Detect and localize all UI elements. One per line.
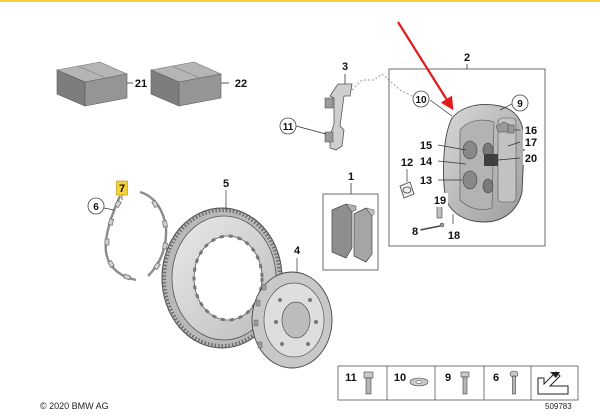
legend-label-6: 6 — [493, 372, 499, 384]
part-21-box[interactable] — [55, 61, 133, 107]
callout-label: 2 — [464, 52, 470, 64]
callout-label: 18 — [448, 230, 460, 242]
callout-label: 8 — [412, 226, 418, 238]
callout-17[interactable]: 17 — [523, 135, 539, 149]
callout-label: 11 — [283, 122, 294, 133]
legend-label-11: 11 — [345, 372, 357, 384]
diagram-ref-number: 509783 — [545, 402, 572, 411]
callout-label: 16 — [525, 125, 537, 137]
callout-6[interactable]: 6 — [87, 197, 105, 215]
callout-13[interactable]: 13 — [418, 173, 434, 187]
callout-11[interactable]: 11 — [279, 117, 297, 135]
top-rule — [0, 0, 600, 2]
callout-2[interactable]: 2 — [461, 50, 473, 64]
callout-label: 20 — [525, 153, 537, 165]
bolt-icon — [460, 371, 470, 395]
callout-9[interactable]: 9 — [511, 94, 529, 112]
part-6-leader — [103, 207, 115, 211]
callout-21[interactable]: 21 — [133, 76, 149, 90]
callout-label: 1 — [348, 171, 354, 183]
part-11-leader — [295, 125, 327, 135]
callout-label: 19 — [434, 195, 446, 207]
arrow-tool-icon — [537, 371, 569, 395]
callout-label: 21 — [135, 78, 147, 90]
washer-icon — [409, 377, 429, 387]
callout-16[interactable]: 16 — [523, 123, 539, 137]
callout-label: 10 — [415, 95, 427, 106]
callout-label: 4 — [294, 245, 301, 257]
callout-1[interactable]: 1 — [345, 169, 357, 183]
copyright-text: © 2020 BMW AG — [40, 401, 109, 411]
callout-14[interactable]: 14 — [418, 154, 434, 168]
callout-8[interactable]: 8 — [409, 224, 421, 238]
callout-5[interactable]: 5 — [220, 176, 232, 190]
callout-label: 12 — [401, 157, 413, 169]
callout-label: 3 — [342, 61, 348, 73]
legend-label-10: 10 — [394, 372, 406, 384]
part-8-screw[interactable] — [419, 222, 445, 231]
callout-20[interactable]: 20 — [523, 151, 539, 165]
red-pointer-arrow — [397, 21, 454, 111]
callout-12[interactable]: 12 — [399, 155, 415, 169]
callout-label: 7 — [119, 183, 125, 195]
part-22-box[interactable] — [149, 61, 229, 107]
callout-3[interactable]: 3 — [339, 59, 351, 73]
callout-7[interactable]: 7 — [116, 180, 128, 196]
bolt-flange-icon — [363, 371, 374, 395]
screw-icon — [509, 370, 519, 395]
callout-label: 22 — [235, 78, 247, 90]
callout-10[interactable]: 10 — [412, 90, 430, 108]
part-7-bracket-ring[interactable] — [104, 190, 168, 282]
part-12-seal[interactable] — [399, 168, 415, 199]
callout-label: 13 — [420, 175, 432, 187]
callout-label: 5 — [223, 178, 229, 190]
callout-19[interactable]: 19 — [432, 193, 448, 207]
callout-label: 9 — [517, 99, 523, 110]
callout-label: 6 — [93, 202, 99, 213]
part-4-disc-hub[interactable] — [251, 258, 333, 369]
callout-15[interactable]: 15 — [418, 138, 434, 152]
callout-label: 15 — [420, 140, 432, 152]
callout-label: 17 — [525, 137, 537, 149]
legend-label-9: 9 — [445, 372, 451, 384]
callout-label: 14 — [420, 156, 433, 168]
callout-18[interactable]: 18 — [446, 228, 462, 242]
callout-22[interactable]: 22 — [233, 76, 249, 90]
part-2-caliper[interactable] — [443, 104, 525, 223]
callout-4[interactable]: 4 — [291, 243, 303, 257]
fastener-legend — [337, 365, 579, 401]
part-3-bracket[interactable] — [324, 73, 413, 151]
part-16-bleeder[interactable] — [507, 124, 520, 134]
part-1-brake-pads[interactable] — [322, 182, 379, 271]
